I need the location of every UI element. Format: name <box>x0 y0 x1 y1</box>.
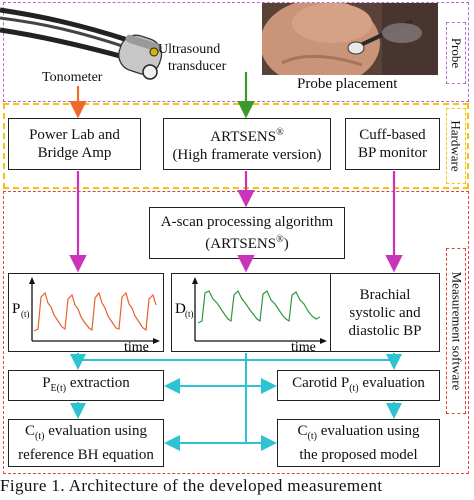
proposed-model-box: C(t) evaluation using the proposed model <box>277 419 440 467</box>
probe-placement-caption: Probe placement <box>297 76 398 92</box>
tonometer-label: Tonometer <box>42 70 103 85</box>
pressure-plot: P (t) time <box>12 277 160 352</box>
brachial-bp-box: Brachial systolic and diastolic BP <box>330 273 440 352</box>
ascan-box: A-scan processing algorithm (ARTSENS®) <box>149 207 345 259</box>
ref-line1: C(t) evaluation using <box>25 423 147 442</box>
carotid-evaluation-box: Carotid P(t) evaluation <box>277 370 440 401</box>
probe-illustration <box>0 7 163 80</box>
artsens-line2: (High framerate version) <box>172 147 322 163</box>
figure-caption: Figure 1. Architecture of the developed … <box>0 476 383 495</box>
diameter-plot-xlabel: time <box>291 340 316 352</box>
artsens-line1: ARTSENS® <box>210 127 284 145</box>
probe-placement-photo <box>262 3 438 75</box>
cuff-line2: BP monitor <box>357 145 428 161</box>
probe-section <box>3 2 469 102</box>
diameter-plot: D (t) time <box>175 277 327 352</box>
pe-extraction-box: PE(t) extraction <box>8 370 164 401</box>
powerlab-line2: Bridge Amp <box>37 145 112 161</box>
ascan-line1: A-scan processing algorithm <box>160 214 334 230</box>
artsens-box: ARTSENS® (High framerate version) <box>163 118 331 170</box>
ref-line2: reference BH equation <box>18 447 154 463</box>
probe-section-label: Probe <box>446 22 466 84</box>
cuff-line1: Cuff-based <box>359 127 426 143</box>
cuff-bp-box: Cuff-based BP monitor <box>345 118 440 170</box>
diameter-plot-box <box>171 273 331 352</box>
brachial-line2: systolic and <box>349 304 421 321</box>
ascan-line2: (ARTSENS®) <box>205 234 289 252</box>
diameter-plot-ysub: (t) <box>185 309 194 319</box>
brachial-line3: diastolic BP <box>348 322 422 339</box>
software-section <box>3 191 469 474</box>
pressure-plot-ylabel: P <box>12 301 20 317</box>
ultrasound-transducer-label-line2: transducer <box>168 59 227 74</box>
prop-line2: the proposed model <box>299 447 418 463</box>
hardware-section-label: Hardware <box>446 108 466 184</box>
pressure-plot-xlabel: time <box>124 340 149 352</box>
prop-line1: C(t) evaluation using <box>297 423 420 442</box>
diameter-plot-ylabel: D <box>175 301 186 317</box>
reference-bh-box: C(t) evaluation using reference BH equat… <box>8 419 164 467</box>
powerlab-box: Power Lab and Bridge Amp <box>8 118 141 170</box>
diameter-waveform <box>197 289 321 324</box>
powerlab-line1: Power Lab and <box>29 127 120 143</box>
pressure-waveform <box>33 291 157 332</box>
pressure-plot-box <box>8 273 164 352</box>
ultrasound-transducer-label: Ultrasound <box>158 42 221 57</box>
brachial-line1: Brachial <box>359 286 411 303</box>
hardware-section <box>3 103 469 189</box>
software-section-label: Measurement software <box>446 248 466 414</box>
pressure-plot-ysub: (t) <box>21 309 30 319</box>
